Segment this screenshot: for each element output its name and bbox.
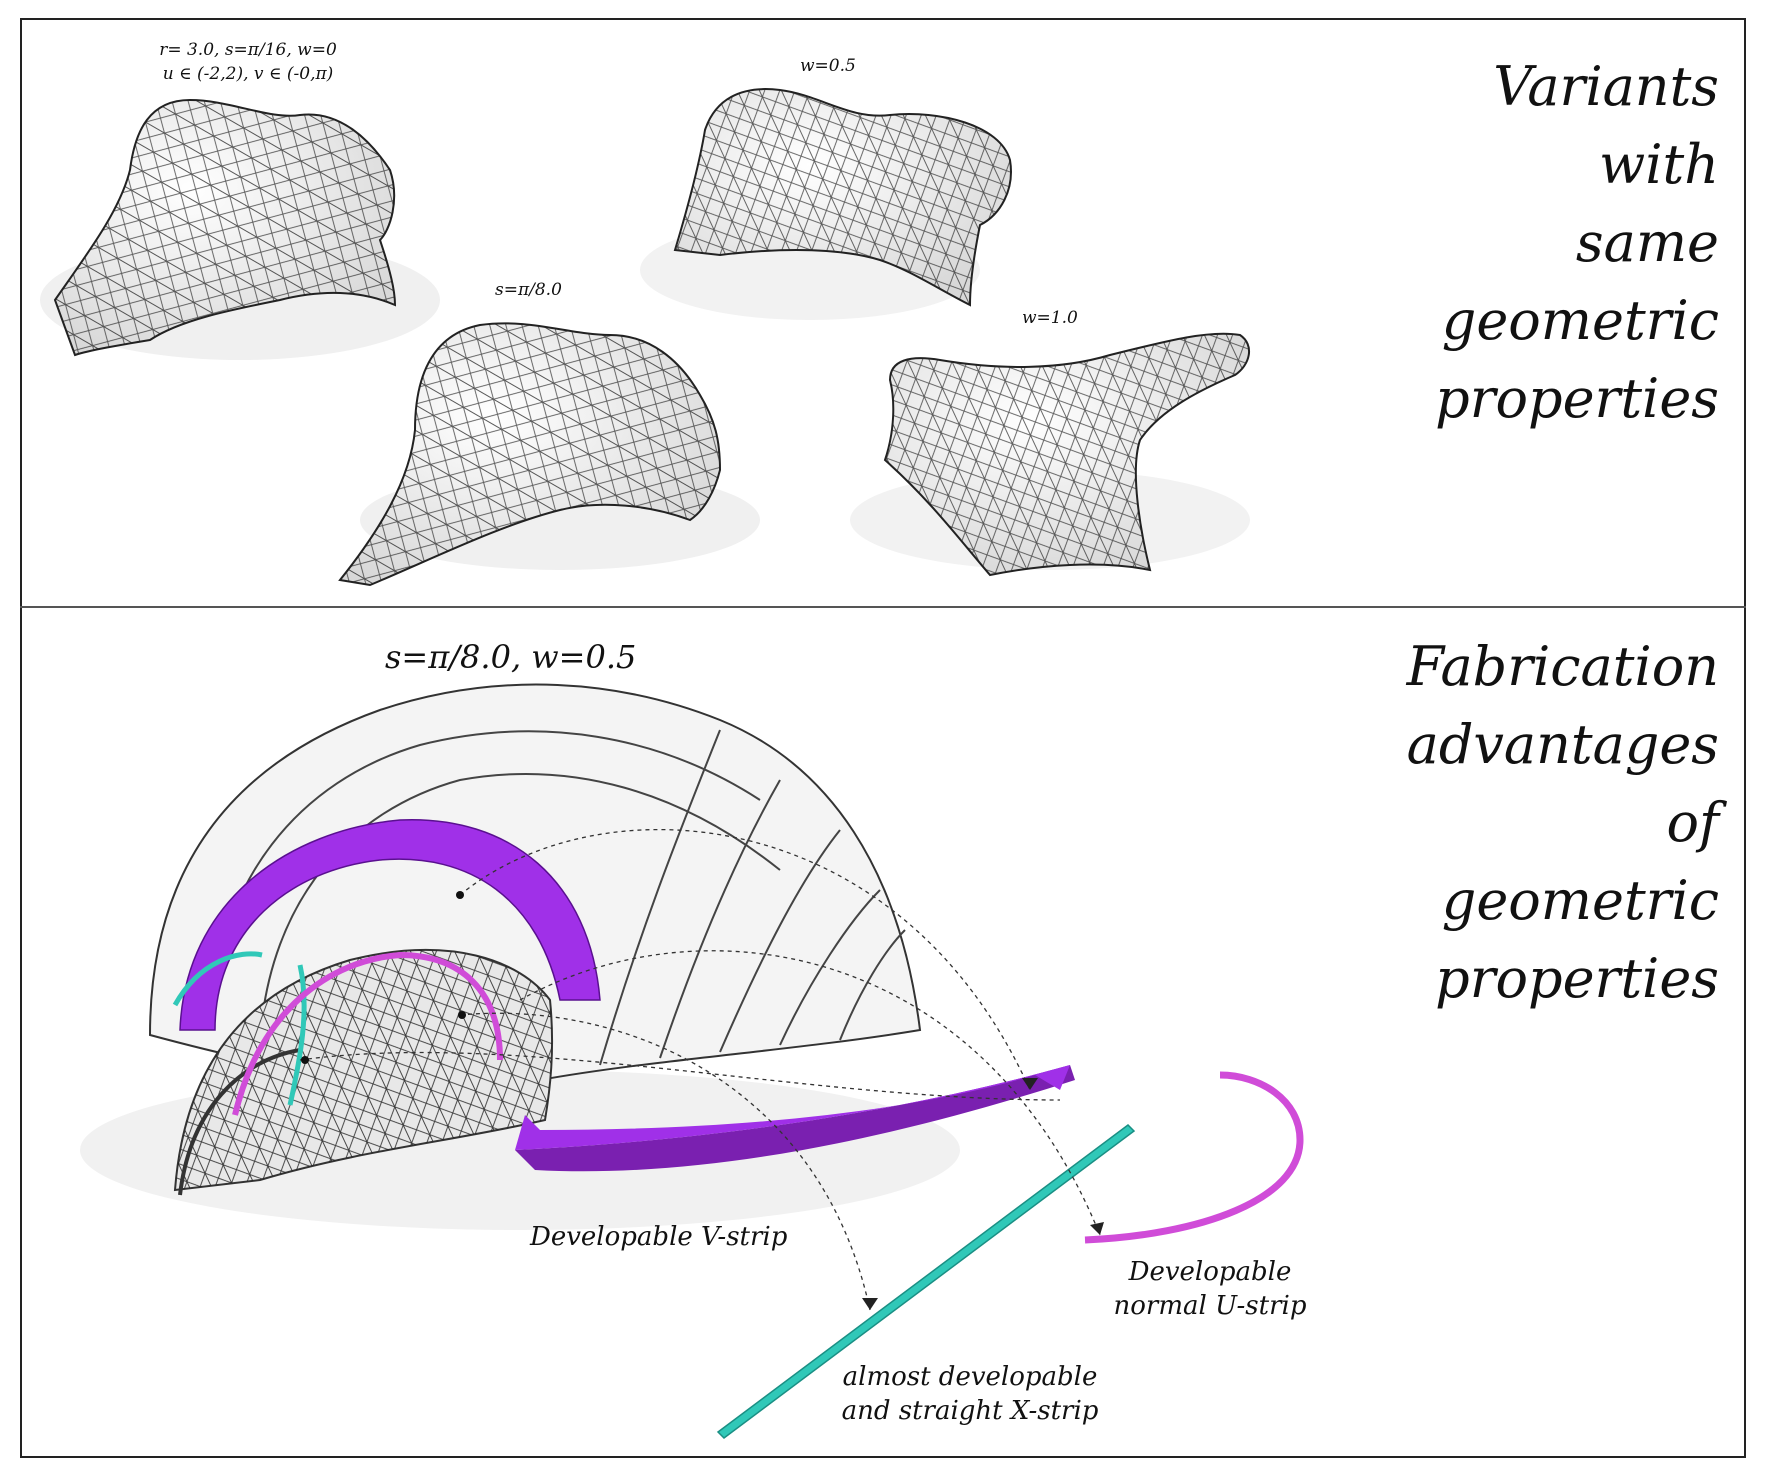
surface-variant-w05 [673, 88, 1012, 307]
caption-line: almost developable [842, 1362, 1098, 1392]
x-strip-on-vault [172, 951, 263, 1007]
bottom-params: s=π/8.0, w=0.5 [385, 638, 637, 676]
surface-variant-base [53, 98, 397, 357]
caption-line: normal U-strip [1113, 1291, 1307, 1321]
title-line: same [1575, 211, 1719, 274]
title-line: geometric [1441, 289, 1719, 352]
label-w10: w=1.0 [1022, 308, 1078, 328]
straight-x-strip [716, 1124, 1136, 1439]
arrowhead [1090, 1222, 1104, 1235]
surface-variant-w10 [883, 332, 1250, 577]
source-point [301, 1056, 309, 1064]
u-strip-on-vault [232, 951, 503, 1116]
title-line: Variants [1493, 55, 1719, 118]
figure-frame [20, 18, 1746, 1458]
mapping-arrows [299, 829, 1101, 1311]
v-strip-edge [515, 1065, 1075, 1172]
developed-v-strip [515, 1065, 1070, 1150]
caption-line: and straight X-strip [841, 1396, 1099, 1426]
label-s8: s=π/8.0 [495, 280, 562, 300]
title-line: properties [1435, 947, 1719, 1010]
title-line: Fabrication [1406, 635, 1719, 698]
v-strip-on-dome [179, 819, 601, 1031]
caption-x-strip: almost developable and straight X-strip [830, 1360, 1110, 1428]
params-line-2: u ∈ (-2,2), v ∈ (-0,π) [162, 64, 334, 84]
title-line: geometric [1441, 869, 1719, 932]
title-line: with [1599, 133, 1719, 196]
panel-divider [20, 606, 1746, 608]
title-line: advantages [1406, 713, 1719, 776]
label-w05: w=0.5 [800, 56, 856, 76]
bottom-panel-title: Fabrication advantages of geometric prop… [1407, 628, 1719, 1018]
top-panel-title: Variants with same geometric properties [1435, 48, 1719, 438]
arrowhead [1022, 1078, 1038, 1090]
arrowhead [862, 1298, 878, 1310]
caption-line: Developable [1128, 1257, 1292, 1287]
title-line: of [1666, 791, 1720, 854]
x-strip-on-vault [287, 964, 307, 1106]
surface-variant-s8 [338, 322, 722, 587]
title-line: properties [1435, 367, 1719, 430]
params-line-1: r= 3.0, s=π/16, w=0 [159, 40, 337, 60]
lattice-vault [173, 949, 554, 1196]
source-point [458, 1011, 466, 1019]
source-point [456, 891, 464, 899]
developed-u-strip [1084, 1071, 1304, 1244]
caption-v-strip: Developable V-strip [530, 1222, 788, 1252]
caption-u-strip: Developable normal U-strip [1100, 1255, 1320, 1323]
